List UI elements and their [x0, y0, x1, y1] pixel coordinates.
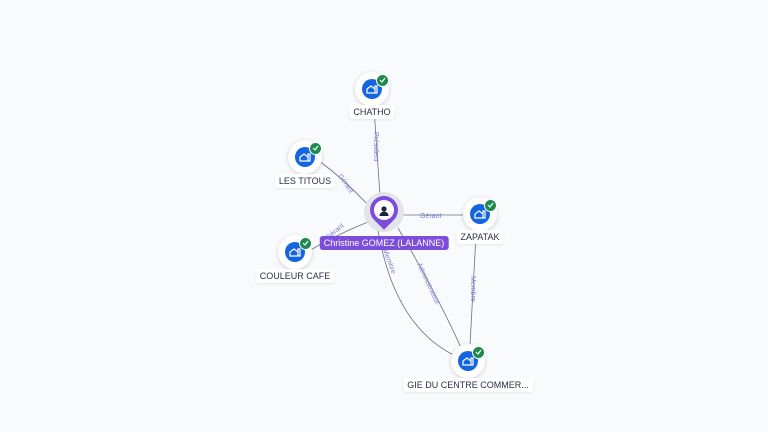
edge-label-administrateur: Administrateur [415, 262, 441, 306]
person-icon [379, 206, 389, 216]
company-label[interactable]: CHATHO [349, 105, 395, 119]
verified-check-icon [299, 237, 312, 250]
company-label[interactable]: ZAPATAK [456, 230, 504, 244]
edge-label-membre-gie: Membre [381, 248, 396, 275]
verified-check-icon [309, 142, 322, 155]
verified-check-icon [472, 346, 485, 359]
edge-label-membre-zapatak-gie: Membre [469, 276, 476, 302]
edge-label-gerant-les-titous: Gérant [336, 173, 354, 195]
edge-zapatak-gie[interactable] [469, 234, 477, 346]
edge-person-gie-membre[interactable] [377, 229, 461, 359]
edge-label-president: Président [372, 132, 379, 162]
edge-label-gerant-zapatak: Gérant [420, 213, 441, 220]
company-label[interactable]: LES TITOUS [274, 174, 336, 188]
verified-check-icon [376, 74, 389, 87]
edge-person-les-titous[interactable] [317, 159, 369, 206]
person-label[interactable]: Christine GOMEZ (LALANNE) [319, 236, 449, 250]
company-label[interactable]: GIE DU CENTRE COMMER... [403, 378, 533, 392]
edge-person-chatho[interactable] [373, 107, 381, 197]
verified-check-icon [484, 199, 497, 212]
company-label[interactable]: COULEUR CAFE [255, 269, 335, 283]
